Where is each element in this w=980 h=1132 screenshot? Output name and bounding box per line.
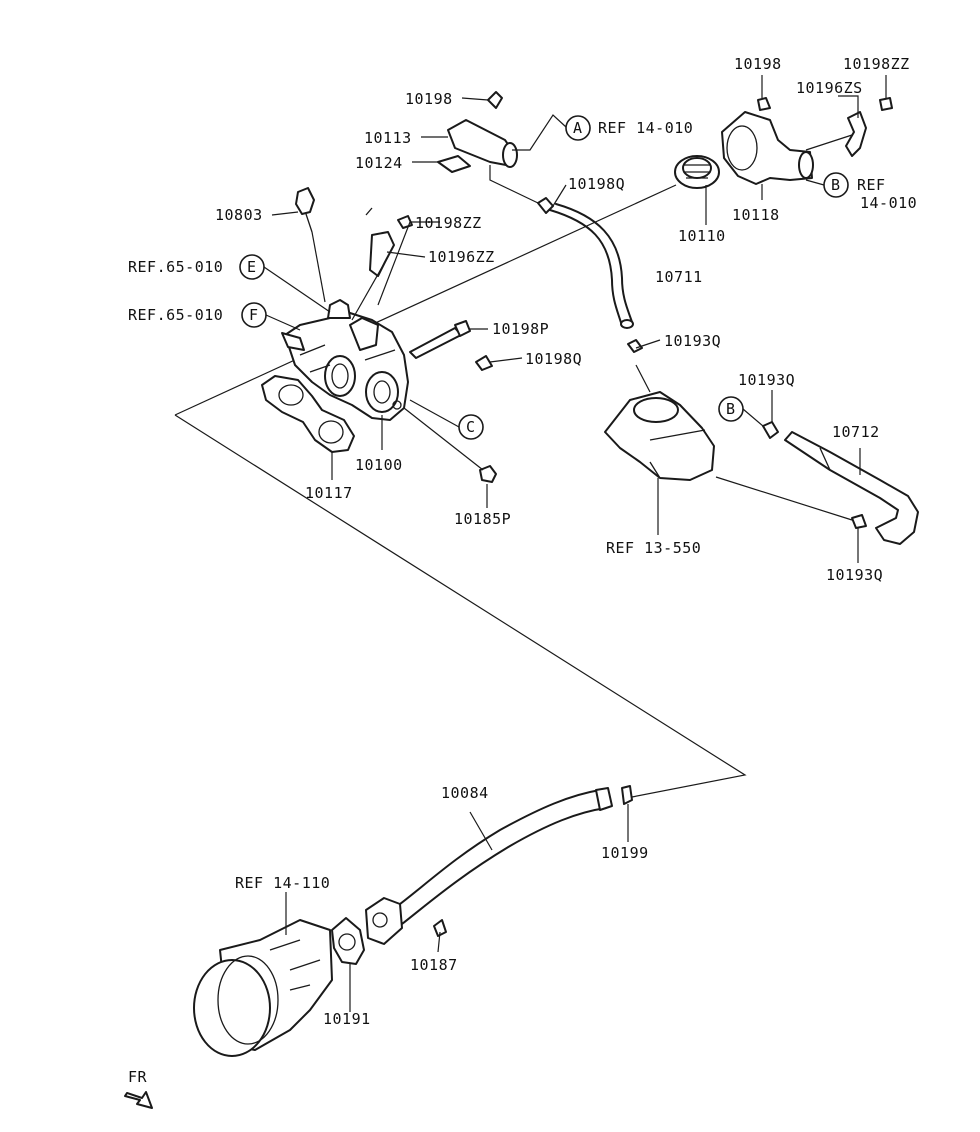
callout-b-letter: B (831, 176, 841, 194)
label-fr: FR (128, 1068, 148, 1086)
label-ref-b-2: 14-010 (860, 194, 917, 212)
callout-c: C (458, 414, 484, 440)
clip-10124 (437, 155, 471, 173)
front-direction-arrow (124, 1091, 153, 1109)
label-10124: 10124 (355, 154, 403, 172)
part-labels: 10198 10113 10124 10803 10198ZZ 10196ZZ … (128, 55, 917, 1086)
label-10198zz-right: 10198ZZ (843, 55, 910, 73)
callout-f-letter: F (249, 306, 259, 324)
label-10196zz-mid: 10196ZZ (428, 248, 495, 266)
label-10198p: 10198P (492, 320, 549, 338)
callout-c-letter: C (466, 418, 476, 436)
label-ref-14-110: REF 14-110 (235, 874, 330, 892)
label-10198q-a: 10198Q (568, 175, 625, 193)
pipe-10113 (447, 119, 518, 168)
bolt-10198-top (487, 91, 503, 109)
hose-10711 (537, 197, 634, 329)
callout-a-letter: A (573, 119, 583, 137)
thermostat-10110 (674, 155, 720, 189)
part-leader-lines (263, 75, 887, 1012)
gasket-10117 (261, 375, 355, 453)
label-10100: 10100 (355, 456, 403, 474)
label-10712: 10712 (832, 423, 880, 441)
label-ref-b-1: REF (857, 176, 886, 194)
label-10198q-b: 10198Q (525, 350, 582, 368)
water-inlet-10118 (721, 97, 893, 185)
gasket-10191 (331, 917, 365, 965)
label-10193q-b: 10193Q (738, 371, 795, 389)
water-outlet-housing-10100 (281, 299, 409, 421)
label-10185p: 10185P (454, 510, 511, 528)
callout-e-letter: E (247, 258, 257, 276)
label-10187: 10187 (410, 956, 458, 974)
label-10193q-c: 10193Q (826, 566, 883, 584)
bracket-10196zz (365, 207, 413, 277)
bolt-10198q-lower (475, 355, 493, 371)
label-10084: 10084 (441, 784, 489, 802)
water-pump-ref-14-110 (193, 919, 333, 1057)
pipe-10084 (365, 785, 633, 945)
label-10803: 10803 (215, 206, 263, 224)
label-10196zs: 10196ZS (796, 79, 863, 97)
callout-d: B (718, 396, 744, 422)
clamp-10193q-a (627, 339, 643, 353)
label-10711: 10711 (655, 268, 703, 286)
bypass-housing-ref-13-550 (604, 391, 715, 481)
assembly-leader-lines (174, 184, 747, 798)
label-10191: 10191 (323, 1010, 371, 1028)
label-10193q-a: 10193Q (664, 332, 721, 350)
label-10198zz-mid: 10198ZZ (415, 214, 482, 232)
label-10199: 10199 (601, 844, 649, 862)
clamp-10193q-c (851, 514, 867, 529)
label-10118: 10118 (732, 206, 780, 224)
callout-e: E (239, 254, 265, 280)
nut-10185p (479, 465, 497, 483)
label-10113: 10113 (364, 129, 412, 147)
callout-f: F (241, 302, 267, 328)
label-ref-a: REF 14-010 (598, 119, 693, 137)
label-10117: 10117 (305, 484, 353, 502)
label-ref-13-550: REF 13-550 (606, 539, 701, 557)
hose-10712 (784, 431, 919, 545)
label-10110: 10110 (678, 227, 726, 245)
clamp-10193q-b (762, 421, 779, 439)
bolt-10187 (433, 919, 447, 937)
label-ref-f: REF.65-010 (128, 306, 223, 324)
label-ref-e: REF.65-010 (128, 258, 223, 276)
bolt-10198p (409, 320, 471, 359)
sensor-10803 (295, 187, 315, 233)
callout-b: B (823, 172, 849, 198)
label-10198-right: 10198 (734, 55, 782, 73)
callout-d-letter: B (726, 400, 736, 418)
callout-a: A (565, 115, 591, 141)
label-10198-top: 10198 (405, 90, 453, 108)
